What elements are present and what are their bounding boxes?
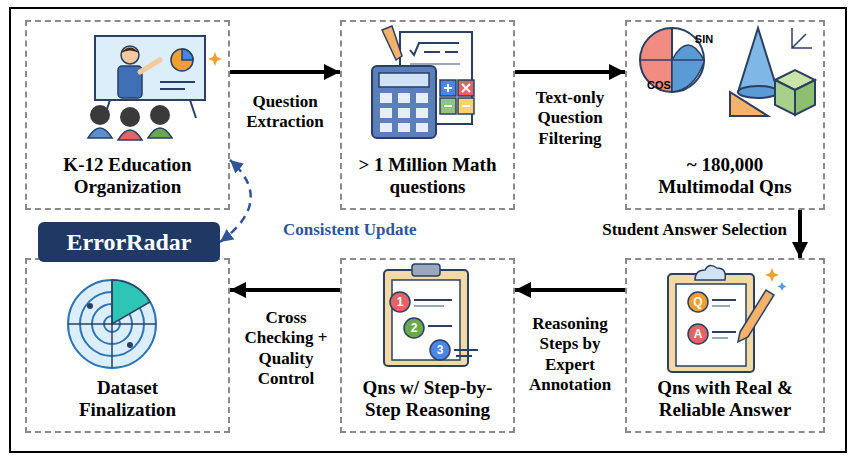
node-title: ~ 180,000 Multimodal Qns — [645, 154, 805, 198]
edge-label: Text-only Question Filtering — [520, 88, 620, 149]
process-box: Dataset Finalization — [25, 258, 230, 433]
edge-label: Cross Checking + Quality Control — [238, 308, 334, 390]
process-box: Qns with Real & Reliable Answer — [625, 258, 825, 433]
dataset-badge: ErrorRadar — [38, 222, 220, 262]
node-title: K-12 Education Organization — [33, 154, 223, 198]
node-title: Qns w/ Step-by-Step Reasoning — [345, 377, 510, 421]
icon-text: SIN — [690, 32, 718, 46]
icon-letter: A — [688, 324, 708, 344]
process-box: K-12 Education Organization — [25, 20, 230, 210]
checklist-icon — [384, 264, 478, 366]
process-box: > 1 Million Math questions — [340, 20, 515, 210]
flow-arrow — [230, 70, 340, 74]
process-box: ~ 180,000 Multimodal Qns — [625, 20, 825, 210]
icon-letter: Q — [688, 292, 708, 312]
flow-arrow — [515, 70, 625, 74]
step-number: 3 — [430, 340, 450, 360]
edge-label: Student Answer Selection — [525, 220, 787, 240]
flow-arrow — [798, 210, 802, 258]
update-arrow — [220, 160, 251, 242]
edge-label: Consistent Update — [283, 220, 453, 240]
process-box: Qns w/ Step-by-Step Reasoning — [340, 258, 515, 433]
node-title: Qns with Real & Reliable Answer — [636, 377, 814, 421]
edge-label: Question Extraction — [235, 92, 335, 133]
icon-text: COS — [645, 78, 673, 92]
badge-title: ErrorRadar — [44, 229, 214, 255]
flow-arrow — [515, 288, 625, 292]
radar-icon — [68, 280, 156, 368]
edge-label: Reasoning Steps by Expert Annotation — [518, 314, 622, 396]
step-number: 2 — [404, 318, 424, 338]
geometry-icon — [640, 28, 815, 116]
flow-arrow — [230, 288, 340, 292]
teacher-icon — [88, 36, 222, 140]
outer-frame — [10, 8, 846, 452]
answer-sheet-icon — [668, 265, 787, 372]
node-title: > 1 Million Math questions — [348, 154, 508, 198]
step-number: 1 — [390, 292, 410, 312]
node-title: Dataset Finalization — [53, 377, 203, 421]
calculator-icon — [372, 26, 474, 138]
